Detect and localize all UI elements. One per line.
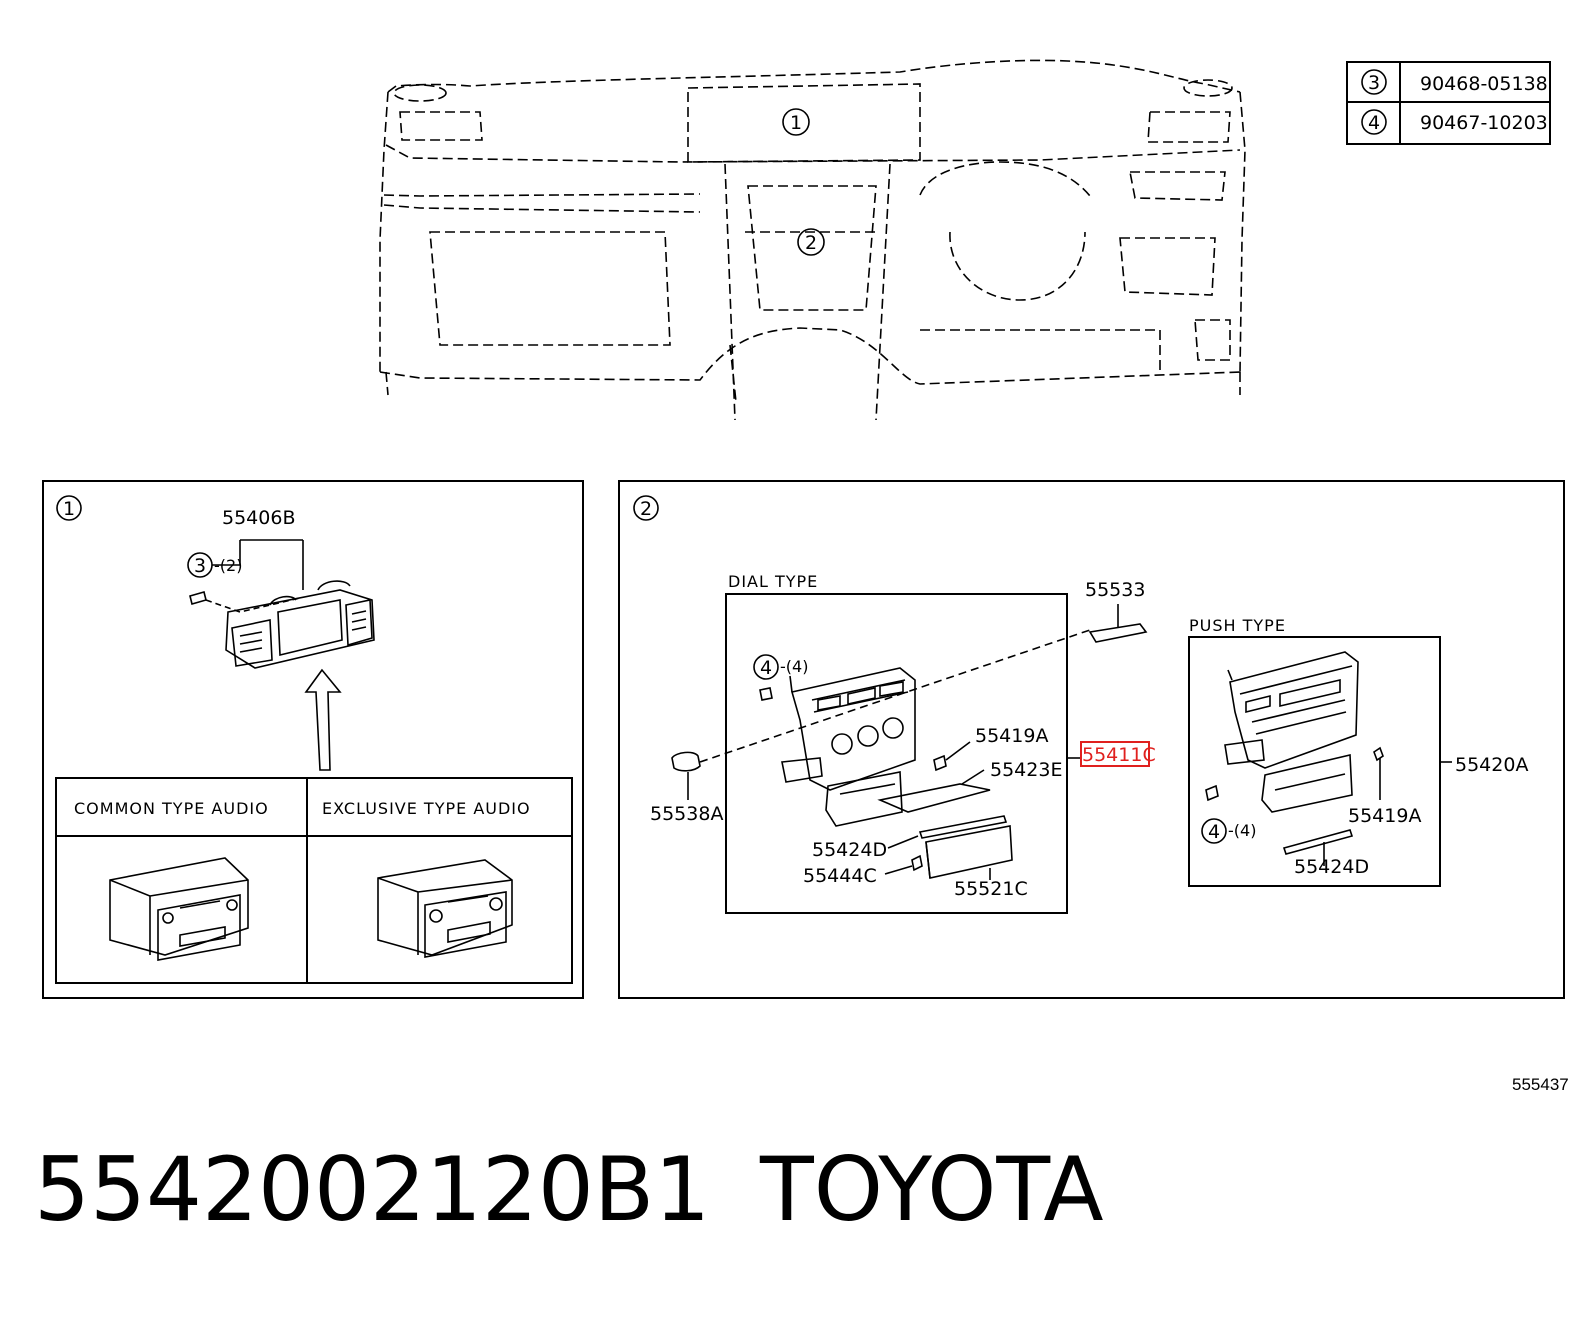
panel-1-frame bbox=[42, 480, 584, 999]
dial-type-assembly bbox=[671, 604, 1148, 880]
fastener-ref-3: 3 bbox=[1368, 72, 1380, 94]
push-type-title: PUSH TYPE bbox=[1189, 616, 1286, 635]
fastener-table bbox=[1346, 61, 1551, 145]
fastener-part-90467-10203: 90467-10203 bbox=[1420, 112, 1548, 134]
label-55423e: 55423E bbox=[990, 759, 1062, 781]
fastener-part-90468-05138: 90468-05138 bbox=[1420, 73, 1548, 95]
exclusive-type-audio-unit bbox=[377, 859, 513, 958]
label-55424d-push: 55424D bbox=[1294, 856, 1369, 878]
label-55419a-dial: 55419A bbox=[975, 725, 1048, 747]
push-screw-qty: -(4) bbox=[1228, 821, 1256, 840]
up-arrow bbox=[304, 668, 342, 771]
highlight-box-55411c bbox=[1080, 741, 1150, 767]
dial-type-frame bbox=[725, 593, 1068, 914]
push-screw-ref: 4 bbox=[1208, 821, 1220, 843]
label-55521c: 55521C bbox=[954, 878, 1028, 900]
label-55424d-dial: 55424D bbox=[812, 839, 887, 861]
footer-part-number: 5542002120B1 bbox=[34, 1138, 711, 1241]
panel-2-frame bbox=[618, 480, 1565, 999]
panel-1-screw-qty: -(2) bbox=[214, 556, 242, 575]
push-type-frame bbox=[1188, 636, 1441, 887]
common-type-audio-unit bbox=[109, 857, 249, 961]
dial-screw-ref: 4 bbox=[760, 657, 772, 679]
label-55533: 55533 bbox=[1085, 579, 1145, 601]
overview-callouts bbox=[782, 108, 825, 256]
fastener-ref-4: 4 bbox=[1368, 112, 1380, 134]
dial-type-title: DIAL TYPE bbox=[728, 572, 818, 591]
label-55411c: 55411C bbox=[1082, 744, 1156, 766]
label-55444c: 55444C bbox=[803, 865, 877, 887]
label-55538a: 55538A bbox=[650, 803, 723, 825]
dial-screw-qty: -(4) bbox=[780, 657, 808, 676]
panel-1-screw-ref: 3 bbox=[194, 555, 206, 577]
diagram-code: 555437 bbox=[1512, 1075, 1569, 1094]
push-type-assembly bbox=[1201, 651, 1452, 866]
center-bezel-55406b bbox=[189, 539, 375, 669]
footer-brand: TOYOTA bbox=[760, 1138, 1104, 1241]
exclusive-type-audio-header: EXCLUSIVE TYPE AUDIO bbox=[322, 799, 531, 818]
audio-type-table bbox=[55, 777, 573, 984]
panel-1-callout: 1 bbox=[63, 498, 75, 520]
label-55420a: 55420A bbox=[1455, 754, 1528, 776]
overview-callout-1: 1 bbox=[790, 112, 802, 134]
panel-2-callout: 2 bbox=[640, 498, 652, 520]
common-type-audio-header: COMMON TYPE AUDIO bbox=[74, 799, 269, 818]
label-55406b: 55406B bbox=[222, 507, 295, 529]
instrument-panel-overview bbox=[379, 59, 1246, 421]
label-55419a-push: 55419A bbox=[1348, 805, 1421, 827]
overview-callout-2: 2 bbox=[805, 232, 817, 254]
